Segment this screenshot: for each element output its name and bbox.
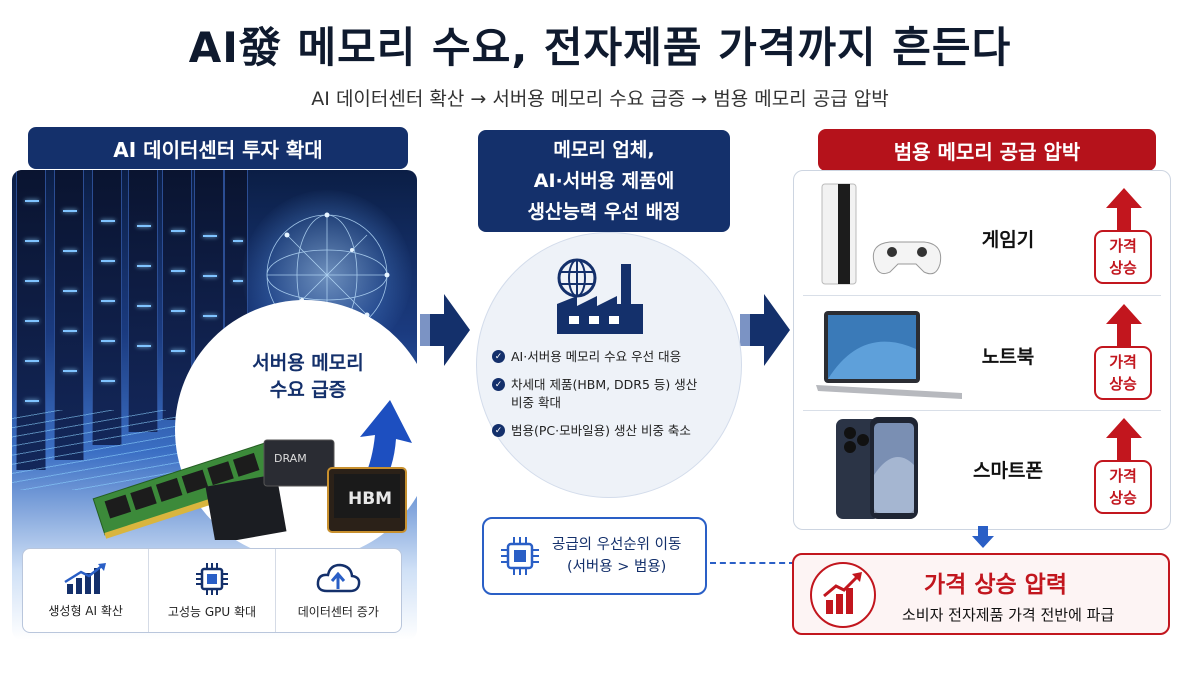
factory-globe-icon bbox=[557, 258, 643, 334]
red-up-arrow-icon bbox=[1106, 188, 1142, 230]
flow-arrow-1-icon bbox=[420, 294, 470, 366]
badge-line1: 가격 bbox=[1109, 467, 1137, 485]
red-up-arrow-icon bbox=[1106, 304, 1142, 346]
check-item-text: 범용(PC·모바일용) 생산 비중 축소 bbox=[511, 423, 691, 438]
driver-gpu: 고성능 GPU 확대 bbox=[149, 549, 276, 632]
game-console-icon bbox=[821, 183, 942, 285]
cloud-upload-icon bbox=[316, 563, 361, 593]
price-pressure-icon-circle bbox=[810, 562, 876, 628]
priority-shift-text: 공급의 우선순위 이동 (서버용 > 범용) bbox=[552, 534, 681, 578]
bar-chart-up-icon bbox=[63, 563, 106, 594]
memory-chips-illustration: DRAM HBM bbox=[90, 420, 410, 544]
check-icon: ✓ bbox=[492, 350, 505, 363]
flow-arrow-2-icon bbox=[740, 294, 790, 366]
memory-demand-line1: 서버용 메모리 bbox=[252, 352, 364, 374]
page-title: AI發 메모리 수요, 전자제품 가격까지 흔든다 bbox=[188, 23, 1012, 72]
device-label-console: 게임기 bbox=[981, 229, 1035, 251]
gpu-chip-icon bbox=[195, 563, 228, 595]
right-header-label: 범용 메모리 공급 압박 bbox=[893, 139, 1081, 164]
driver-generative-ai: 생성형 AI 확산 bbox=[23, 549, 150, 632]
price-pressure-box: 가격 상승 압력 소비자 전자제품 가격 전반에 파급 bbox=[792, 553, 1170, 635]
rising-chart-icon bbox=[823, 572, 862, 614]
memory-maker-checklist: ✓ AI·서버용 메모리 수요 우선 대응 ✓ 차세대 제품(HBM, DDR5… bbox=[492, 348, 732, 450]
right-header: 범용 메모리 공급 압박 bbox=[818, 129, 1156, 171]
smartphone-icon bbox=[836, 417, 918, 519]
down-arrow-icon bbox=[972, 526, 994, 548]
middle-header: 메모리 업체, AI·서버용 제품에 생산능력 우선 배정 bbox=[478, 130, 730, 232]
check-item: ✓ 차세대 제품(HBM, DDR5 등) 생산 비중 확대 bbox=[492, 376, 732, 412]
check-icon: ✓ bbox=[492, 378, 505, 391]
device-label-laptop: 노트북 bbox=[981, 346, 1035, 368]
hbm-chip-label: HBM bbox=[348, 489, 392, 509]
middle-header-line3: 생산능력 우선 배정 bbox=[527, 200, 681, 223]
blue-up-arrow-icon bbox=[340, 400, 412, 515]
laptop-icon bbox=[816, 311, 962, 399]
row-divider bbox=[803, 410, 1161, 411]
priority-shift-line1: 공급의 우선순위 이동 bbox=[552, 537, 682, 553]
badge-line2: 상승 bbox=[1109, 489, 1137, 507]
driver-datacenter-label: 데이터센터 증가 bbox=[297, 605, 379, 619]
device-label-smartphone: 스마트폰 bbox=[973, 460, 1043, 482]
middle-header-line2: AI·서버용 제품에 bbox=[533, 169, 675, 192]
priority-shift-line2: (서버용 > 범용) bbox=[566, 559, 667, 575]
driver-gpu-label: 고성능 GPU 확대 bbox=[167, 605, 257, 619]
driver-datacenter: 데이터센터 증가 bbox=[276, 549, 401, 632]
memory-demand-line2: 수요 급증 bbox=[269, 379, 347, 401]
check-item: ✓ AI·서버용 메모리 수요 우선 대응 bbox=[492, 348, 732, 366]
chip-icon bbox=[501, 537, 539, 575]
memory-demand-text: 서버용 메모리 수요 급증 bbox=[228, 350, 388, 404]
check-item-text: AI·서버용 메모리 수요 우선 대응 bbox=[511, 349, 682, 364]
dashed-connector bbox=[710, 562, 795, 564]
badge-line1: 가격 bbox=[1109, 237, 1137, 255]
price-pressure-subtitle: 소비자 전자제품 가격 전반에 파급 bbox=[902, 606, 1115, 624]
dram-chip-label: DRAM bbox=[274, 452, 307, 465]
check-icon: ✓ bbox=[492, 424, 505, 437]
row-divider bbox=[803, 295, 1161, 296]
driver-generative-ai-label: 생성형 AI 확산 bbox=[48, 604, 123, 618]
drivers-box: 생성형 AI 확산 고성능 GPU 확대 데이터센터 증가 bbox=[22, 548, 402, 633]
red-up-arrow-icon bbox=[1106, 418, 1142, 460]
check-item: ✓ 범용(PC·모바일용) 생산 비중 축소 bbox=[492, 422, 732, 440]
priority-shift-box: 공급의 우선순위 이동 (서버용 > 범용) bbox=[482, 517, 707, 595]
page-subtitle: AI 데이터센터 확산 → 서버용 메모리 수요 급증 → 범용 메모리 공급 … bbox=[311, 88, 889, 110]
price-pressure-title: 가격 상승 압력 bbox=[924, 572, 1067, 598]
badge-line2: 상승 bbox=[1109, 259, 1137, 277]
left-header: AI 데이터센터 투자 확대 bbox=[28, 127, 408, 169]
check-item-text: 차세대 제품(HBM, DDR5 등) 생산 비중 확대 bbox=[511, 377, 698, 410]
memory-maker-circle bbox=[476, 232, 742, 498]
left-header-label: AI 데이터센터 투자 확대 bbox=[113, 137, 323, 162]
middle-header-line1: 메모리 업체, bbox=[553, 138, 655, 161]
badge-line2: 상승 bbox=[1109, 375, 1137, 393]
badge-line1: 가격 bbox=[1109, 353, 1137, 371]
